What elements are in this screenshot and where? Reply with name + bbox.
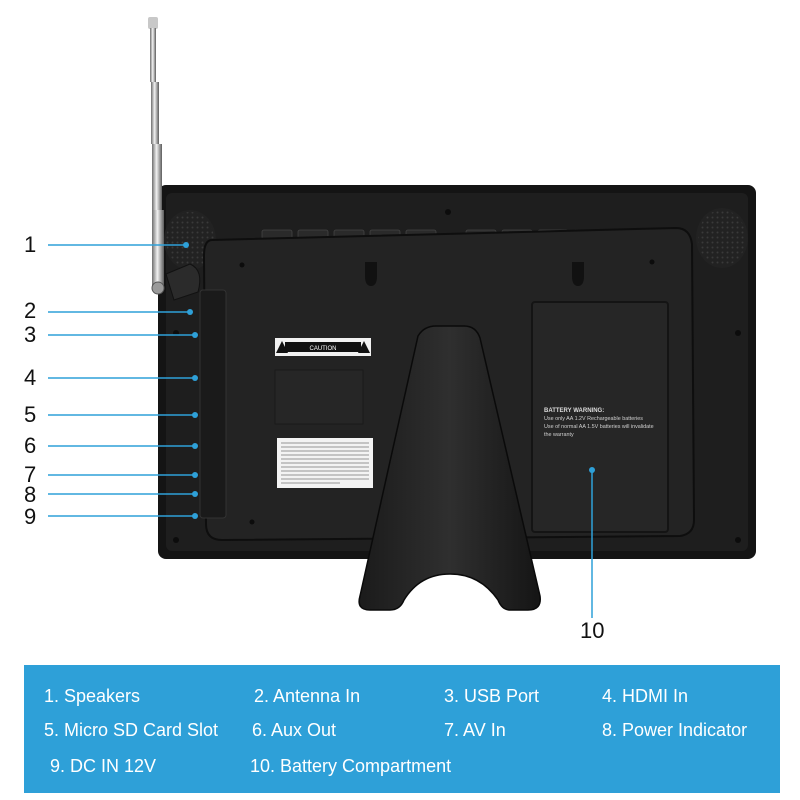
wall-mount-slot-left [365, 262, 377, 286]
callout-2: 2 [24, 298, 37, 323]
battery-warning-line-2: Use of normal AA 1.5V batteries will inv… [544, 424, 654, 430]
wall-mount-slot-right [572, 262, 584, 286]
legend-item-usb-port: 3. USB Port [444, 686, 540, 706]
callout-3: 3 [24, 322, 37, 347]
legend-item-aux-out: 6. Aux Out [252, 720, 337, 740]
callout-9: 9 [24, 504, 37, 529]
speaker-left [164, 210, 216, 270]
legend-item-dc-in-12v: 9. DC IN 12V [50, 756, 157, 776]
legend-panel: 1. Speakers 2. Antenna In 3. USB Port 4.… [24, 665, 780, 793]
callout-7: 7 [24, 462, 37, 487]
callout-dots [183, 242, 595, 519]
label-recess [274, 369, 364, 425]
battery-warning-title: BATTERY WARNING: [544, 408, 604, 414]
legend-item-hdmi-in: 4. HDMI In [602, 686, 689, 706]
port-strip [199, 289, 227, 519]
caution-text: CAUTION [310, 346, 337, 352]
stand [358, 325, 541, 611]
callout-1: 1 [24, 232, 37, 257]
callout-5: 5 [24, 402, 37, 427]
battery-warning-line-3: the warranty [544, 432, 574, 438]
legend-item-antenna-in: 2. Antenna In [254, 686, 361, 706]
legend-item-power-indicator: 8. Power Indicator [602, 720, 748, 740]
callout-lines [48, 244, 593, 618]
callout-4: 4 [24, 365, 37, 390]
caution-label: CAUTION [275, 338, 371, 356]
battery-warning-line-1: Use only AA 1.2V Rechargeable batteries [544, 416, 643, 422]
temperature-warning-label [277, 438, 373, 488]
legend-item-av-in: 7. AV In [444, 720, 506, 740]
battery-compartment: BATTERY WARNING: Use only AA 1.2V Rechar… [531, 301, 669, 533]
speaker-right [696, 208, 748, 268]
legend-item-battery-compartment: 10. Battery Compartment [250, 756, 452, 776]
callout-8: 8 [24, 482, 37, 507]
device-rear-view: CAUTION BATTERY WARNING: Use only AA 1.2… [48, 17, 756, 618]
antenna [148, 17, 201, 301]
legend-item-speakers: 1. Speakers [44, 686, 141, 706]
legend-item-micro-sd-card-slot: 5. Micro SD Card Slot [44, 720, 219, 740]
callout-6: 6 [24, 433, 37, 458]
callout-10: 10 [580, 618, 605, 643]
